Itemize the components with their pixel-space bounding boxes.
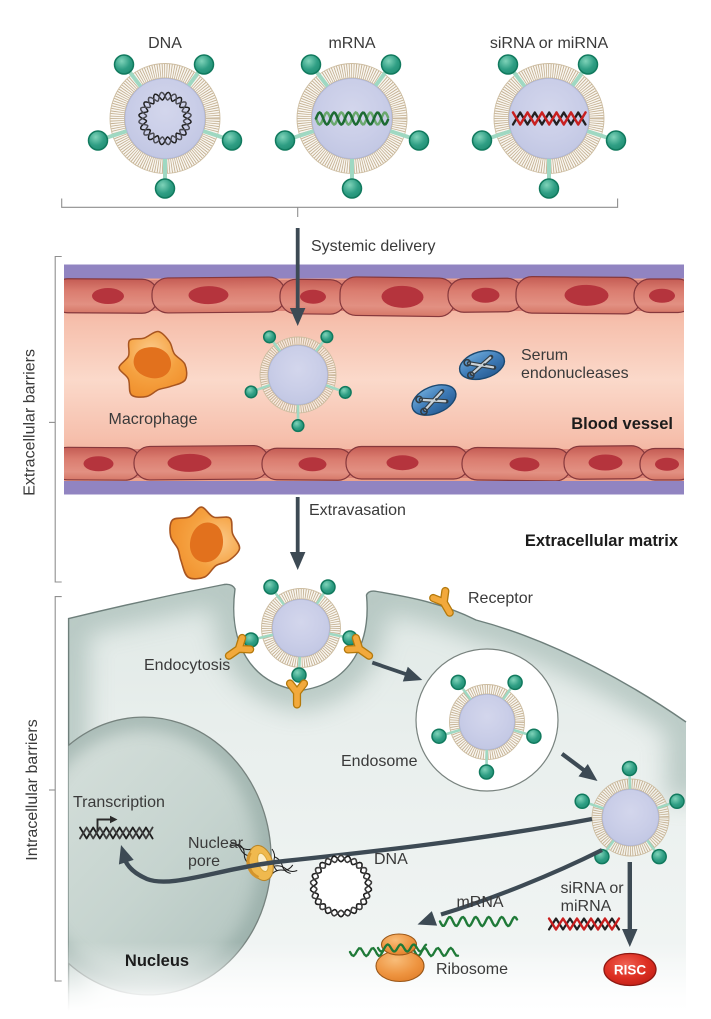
svg-text:Macrophage: Macrophage — [109, 411, 198, 428]
svg-text:Receptor: Receptor — [468, 590, 534, 607]
svg-text:Serum: Serum — [521, 347, 568, 364]
svg-text:mRNA: mRNA — [328, 35, 375, 52]
svg-text:mRNA: mRNA — [456, 894, 503, 911]
svg-text:Endocytosis: Endocytosis — [144, 657, 230, 674]
svg-text:miRNA: miRNA — [561, 898, 612, 915]
svg-text:pore: pore — [188, 853, 220, 870]
svg-text:Endosome: Endosome — [341, 753, 418, 770]
svg-text:Transcription: Transcription — [73, 794, 165, 811]
svg-text:Nuclear: Nuclear — [188, 835, 244, 852]
svg-text:Extravasation: Extravasation — [309, 502, 406, 519]
svg-text:Extracellular barriers: Extracellular barriers — [22, 349, 39, 496]
svg-text:Ribosome: Ribosome — [436, 961, 508, 978]
svg-text:Systemic delivery: Systemic delivery — [311, 238, 435, 255]
svg-text:DNA: DNA — [374, 851, 408, 868]
svg-text:Blood vessel: Blood vessel — [571, 415, 673, 433]
svg-text:Extracellular matrix: Extracellular matrix — [525, 532, 679, 550]
svg-text:endonucleases: endonucleases — [521, 365, 629, 382]
svg-text:Intracellular barriers: Intracellular barriers — [24, 719, 41, 860]
svg-text:siRNA or miRNA: siRNA or miRNA — [490, 35, 609, 52]
svg-text:siRNA or: siRNA or — [560, 880, 624, 897]
svg-text:DNA: DNA — [148, 35, 182, 52]
svg-text:Nucleus: Nucleus — [125, 952, 189, 970]
svg-text:RISC: RISC — [614, 963, 647, 978]
